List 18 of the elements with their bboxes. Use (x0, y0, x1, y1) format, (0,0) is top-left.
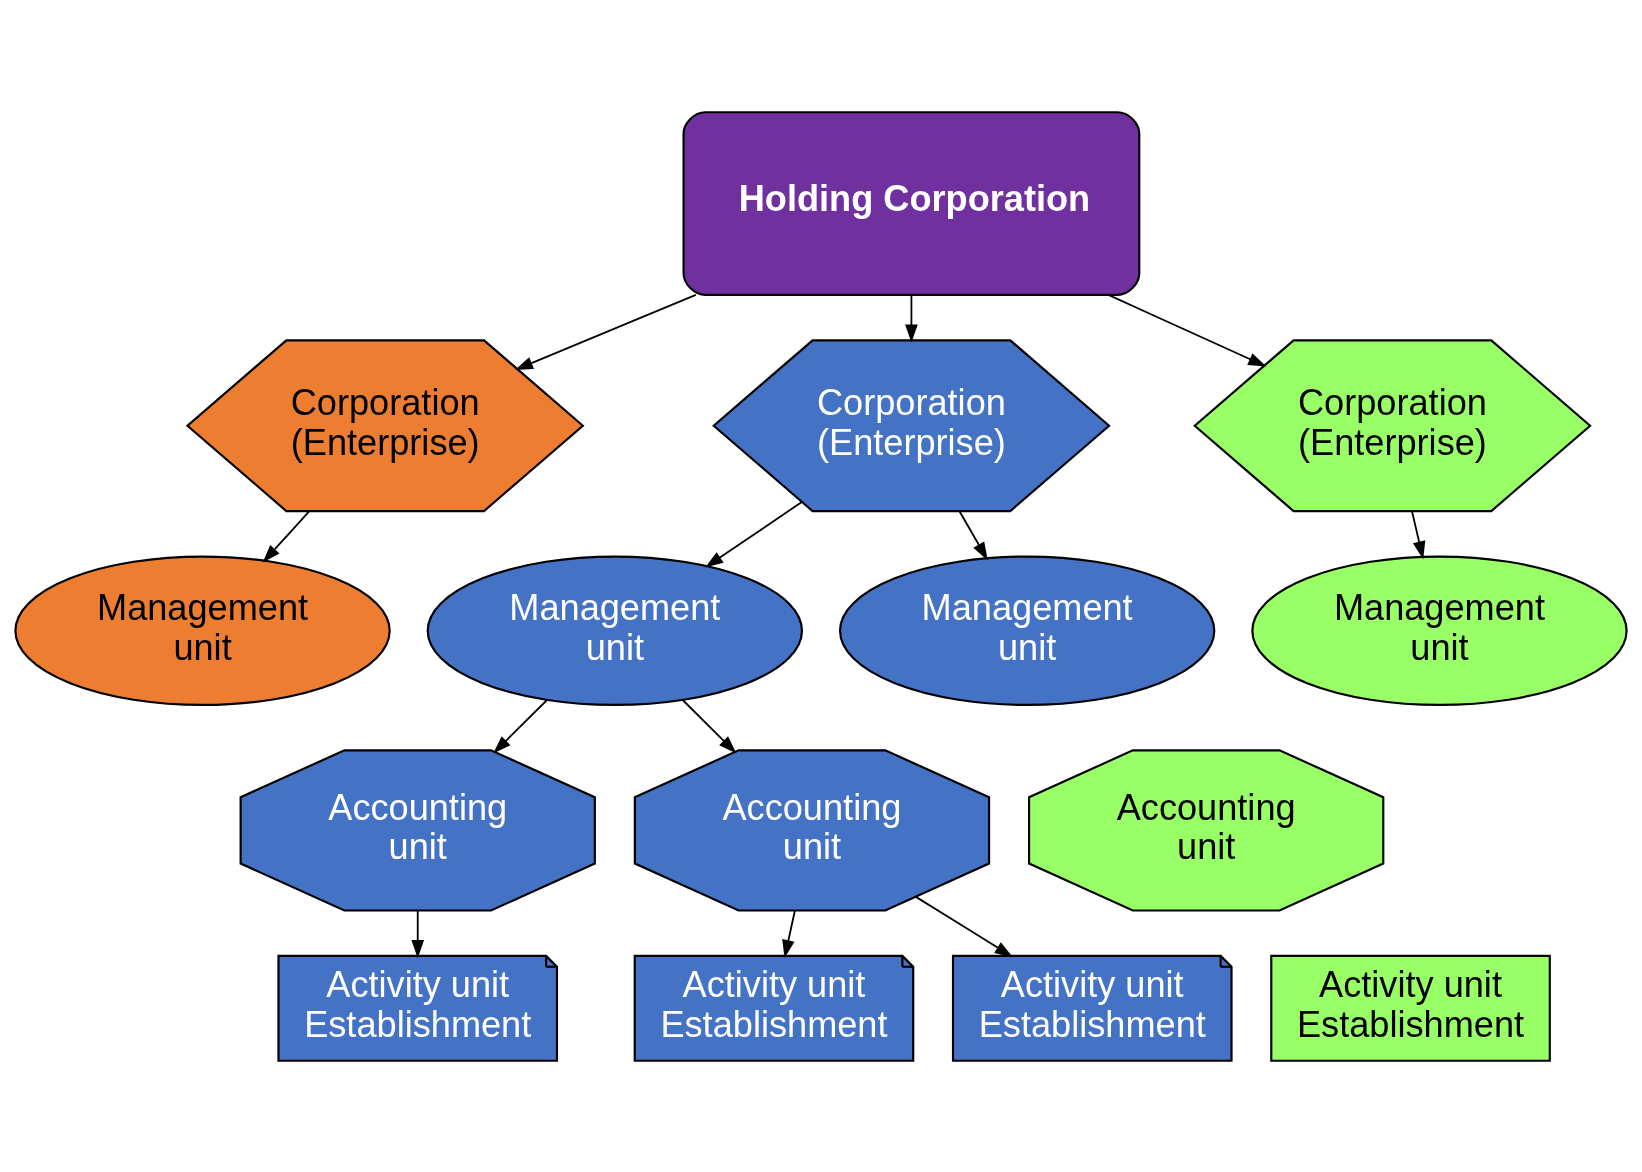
arrow (1107, 293, 1267, 367)
arrow (705, 500, 803, 568)
arrow (915, 895, 1013, 957)
arrow (681, 698, 737, 753)
node-ellipse: Management unit (838, 555, 1216, 706)
arrow (1411, 509, 1426, 559)
arrow (262, 509, 311, 563)
node-ellipse: Management unit (1251, 555, 1628, 706)
arrow (958, 509, 988, 560)
arrow (782, 909, 796, 958)
node-ellipse: Management unit (426, 555, 804, 706)
arrow (905, 293, 918, 343)
arrow (493, 698, 548, 753)
node-box: Holding Corporation (682, 110, 1141, 296)
arrow (514, 293, 697, 370)
arrow (411, 909, 425, 958)
node-ellipse: Management unit (14, 555, 391, 706)
node-box: Activity unit Establishment (1270, 954, 1551, 1062)
